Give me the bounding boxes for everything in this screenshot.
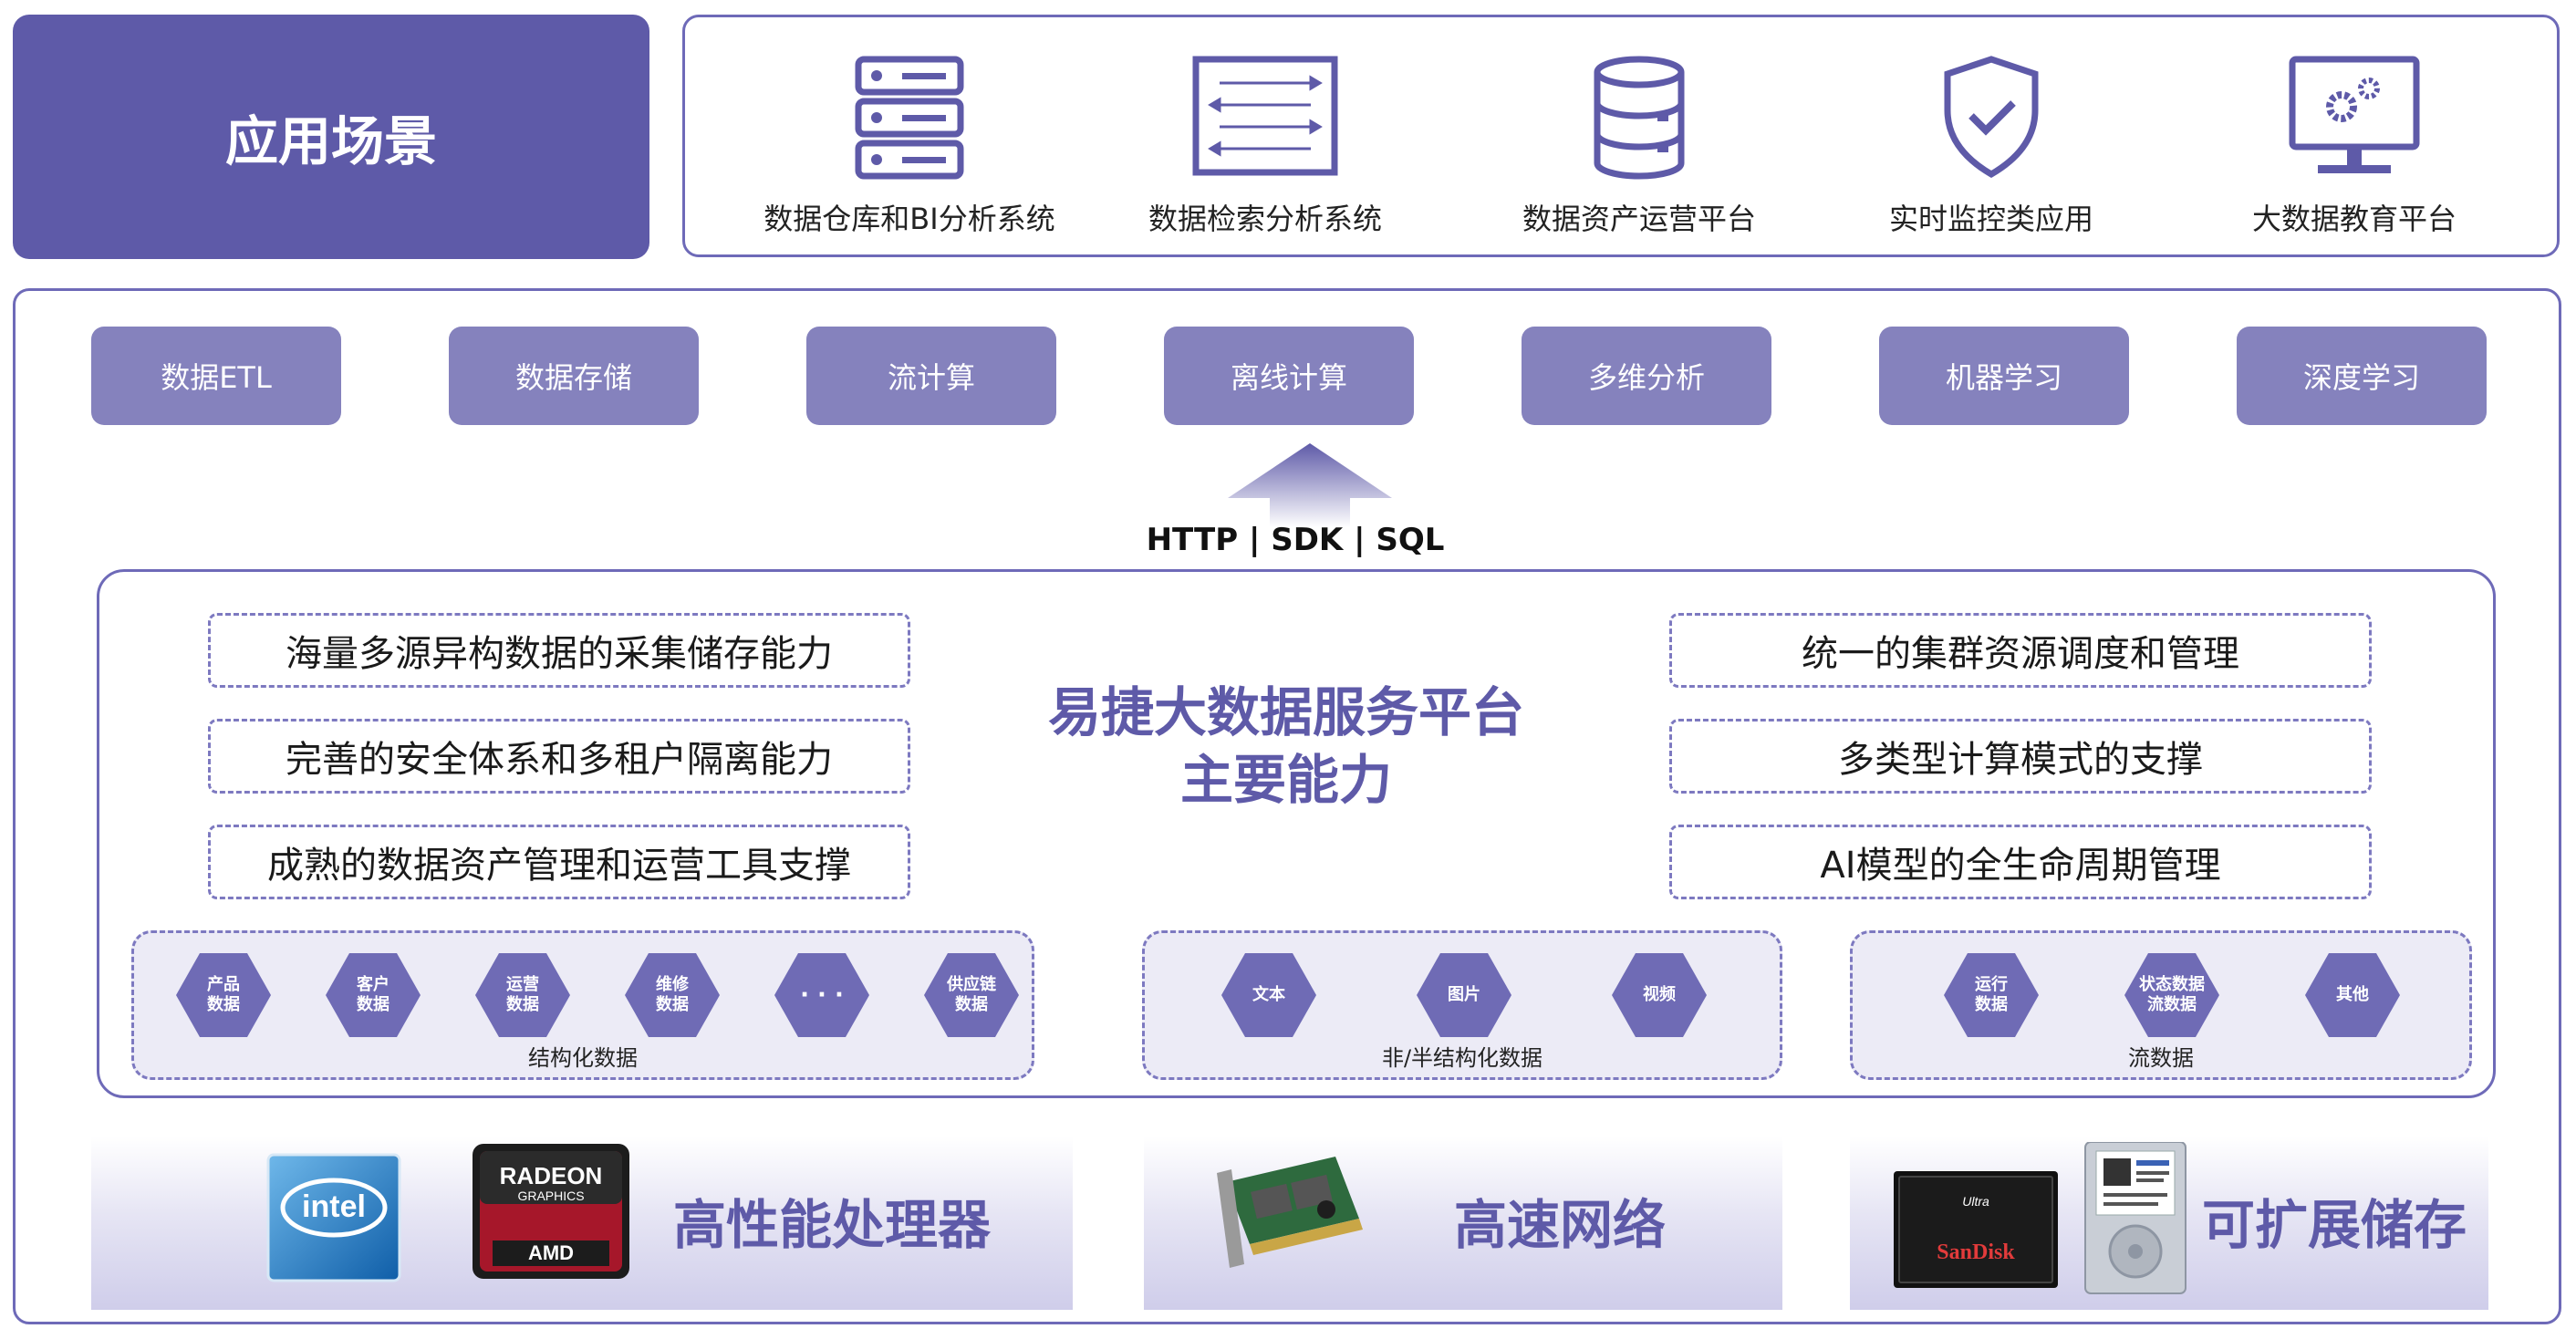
svg-text:SanDisk: SanDisk: [1937, 1240, 2015, 1264]
module-label: 离线计算: [1230, 360, 1347, 395]
up-arrow-icon: [1228, 443, 1392, 527]
data-hexagon[interactable]: 文本: [1221, 953, 1316, 1037]
module-stream-compute[interactable]: 流计算: [806, 327, 1056, 425]
scenario-title: 应用场景: [224, 110, 437, 172]
hardware-title: 可扩展储存: [2202, 1194, 2467, 1256]
data-hexagon[interactable]: 产品数据: [176, 953, 271, 1037]
storage-drives-icon: Ultra SanDisk: [1894, 1142, 2186, 1294]
app-label: 数据资产运营平台: [1522, 202, 1756, 236]
platform-title: 易捷大数据服务平台 主要能力: [985, 679, 1587, 814]
unstructured-data-group: 文本 图片 视频 非/半结构化数据: [1142, 930, 1782, 1080]
monitor-gears-icon: [2289, 56, 2420, 173]
capability-item: 完善的安全体系和多租户隔离能力: [208, 719, 910, 794]
hardware-title: 高速网络: [1454, 1194, 1667, 1256]
module-olap[interactable]: 多维分析: [1522, 327, 1771, 425]
app-item-education[interactable]: 大数据教育平台: [2181, 54, 2528, 245]
server-rack-icon: [855, 56, 964, 180]
hardware-title: 高性能处理器: [673, 1194, 992, 1256]
module-label: 数据存储: [514, 360, 632, 395]
app-item-data-retrieval[interactable]: 数据检索分析系统: [1092, 54, 1439, 245]
network-card-icon: [1217, 1157, 1363, 1268]
group-label: 结构化数据: [528, 1045, 638, 1071]
capability-item: 成熟的数据资产管理和运营工具支撑: [208, 825, 910, 899]
protocol-label: HTTP | SDK | SQL: [1146, 522, 1445, 558]
group-label: 流数据: [2128, 1045, 2194, 1071]
module-label: 流计算: [887, 360, 975, 395]
module-machine-learning[interactable]: 机器学习: [1879, 327, 2129, 425]
data-hexagon[interactable]: · · ·: [774, 953, 869, 1037]
svg-text:GRAPHICS: GRAPHICS: [517, 1188, 584, 1203]
app-item-data-asset[interactable]: 数据资产运营平台: [1466, 54, 1813, 245]
module-data-storage[interactable]: 数据存储: [449, 327, 699, 425]
module-offline-compute[interactable]: 离线计算: [1164, 327, 1414, 425]
capability-item: AI模型的全生命周期管理: [1669, 825, 2372, 899]
data-hexagon[interactable]: 维修数据: [625, 953, 720, 1037]
capability-item: 统一的集群资源调度和管理: [1669, 613, 2372, 688]
amd-radeon-logo-icon: RADEON GRAPHICS AMD: [473, 1144, 629, 1279]
svg-text:intel: intel: [302, 1189, 366, 1224]
module-deep-learning[interactable]: 深度学习: [2237, 327, 2487, 425]
app-item-monitoring[interactable]: 实时监控类应用: [1818, 54, 2165, 245]
hardware-storage: Ultra SanDisk 可扩展储存: [1850, 1137, 2488, 1310]
shield-check-icon: [1944, 56, 2039, 179]
app-label: 实时监控类应用: [1888, 202, 2093, 236]
data-hexagon[interactable]: 客户数据: [326, 953, 421, 1037]
svg-text:RADEON: RADEON: [500, 1162, 603, 1189]
document-list-icon: [1192, 56, 1338, 176]
platform-frame: [13, 288, 2561, 1324]
svg-text:Ultra: Ultra: [1962, 1194, 1989, 1209]
module-label: 数据ETL: [161, 360, 272, 395]
capability-item: 海量多源异构数据的采集储存能力: [208, 613, 910, 688]
module-data-etl[interactable]: 数据ETL: [91, 327, 341, 425]
applications-panel: 数据仓库和BI分析系统 数据检索分析系统 数据资产运营平台: [682, 15, 2560, 257]
data-hexagon[interactable]: 视频: [1612, 953, 1707, 1037]
app-item-data-warehouse[interactable]: 数据仓库和BI分析系统: [736, 54, 1083, 245]
app-label: 数据仓库和BI分析系统: [763, 202, 1055, 236]
hardware-processor: intel RADEON GRAPHICS AMD 高性能处理器: [91, 1137, 1073, 1310]
group-label: 非/半结构化数据: [1381, 1045, 1543, 1071]
platform-title-line1: 易捷大数据服务平台: [1047, 681, 1524, 743]
data-hexagon[interactable]: 供应链数据: [924, 953, 1019, 1037]
data-hexagon[interactable]: 运营数据: [475, 953, 570, 1037]
stream-data-group: 运行数据 状态数据流数据 其他 流数据: [1850, 930, 2472, 1080]
database-cylinder-icon: [1594, 56, 1685, 180]
svg-text:AMD: AMD: [528, 1241, 574, 1264]
data-hexagon[interactable]: 其他: [2305, 953, 2400, 1037]
structured-data-group: 产品数据 客户数据 运营数据 维修数据 · · · 供应链数据 结构化数据: [131, 930, 1034, 1080]
capabilities-frame: [97, 569, 2496, 1098]
app-label: 数据检索分析系统: [1148, 202, 1382, 236]
scenario-header: 应用场景: [13, 15, 649, 259]
platform-title-line2: 主要能力: [1179, 749, 1392, 811]
module-label: 多维分析: [1587, 360, 1705, 395]
data-hexagon[interactable]: 运行数据: [1944, 953, 2039, 1037]
intel-logo-icon: intel: [266, 1153, 401, 1282]
module-label: 深度学习: [2302, 360, 2420, 395]
data-hexagon[interactable]: 状态数据流数据: [2124, 953, 2219, 1037]
module-label: 机器学习: [1945, 360, 2062, 395]
app-label: 大数据教育平台: [2251, 202, 2457, 236]
hardware-network: 高速网络: [1144, 1137, 1782, 1310]
capability-item: 多类型计算模式的支撑: [1669, 719, 2372, 794]
data-hexagon[interactable]: 图片: [1417, 953, 1511, 1037]
